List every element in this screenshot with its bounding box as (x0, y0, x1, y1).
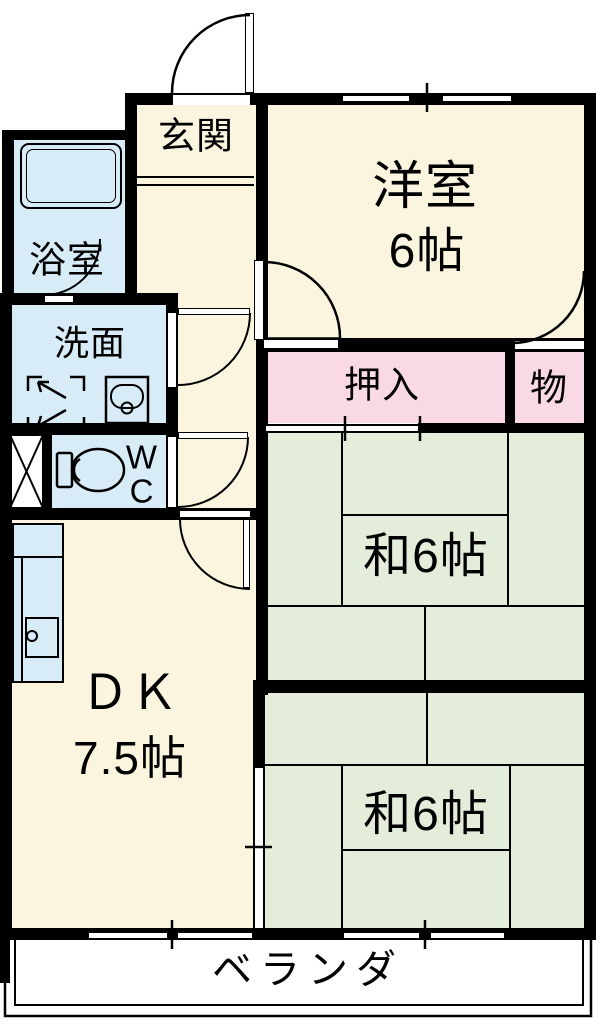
entry-sill-line (173, 93, 250, 95)
tatami-line (509, 765, 511, 928)
room-oshiire (268, 352, 505, 423)
wall-wc-ps-divider (43, 435, 52, 508)
wc-door-opening (166, 437, 178, 507)
kitchen-sink-icon (25, 617, 59, 658)
label-washitsu-lower: 和6帖 (363, 788, 489, 841)
label-washitsu-upper: 和6帖 (363, 530, 489, 583)
label-dk-size: 7.5帖 (73, 732, 187, 784)
wc-door-leaf (178, 432, 248, 439)
tatami-line (341, 849, 511, 851)
senmen-door-leaf (178, 308, 250, 315)
tatami-line (341, 765, 343, 928)
dk-door-opening (180, 509, 250, 519)
wall-right (584, 93, 596, 940)
window-opening (343, 932, 420, 939)
yoshitsu-door-opening (264, 338, 338, 348)
wall-oshiire-bottom-right (418, 423, 596, 433)
bathtub-icon (20, 143, 122, 209)
wall-dk-washitsu-upper (253, 693, 265, 770)
wall-bath-top (2, 130, 133, 140)
wall-veranda-stub (0, 940, 10, 983)
room-senmen (12, 305, 166, 423)
tatami-line (507, 433, 509, 606)
wall-senmen-bottom (0, 423, 178, 435)
wall-left-lower (0, 293, 12, 940)
label-yoshitsu: 洋室 (371, 158, 479, 216)
entry-door-arc (170, 13, 251, 94)
label-veranda: ベランダ (212, 948, 404, 992)
label-yoshitsu-size: 6帖 (388, 225, 466, 278)
wall-yoshitsu-bottom (256, 338, 596, 352)
room-hallway (178, 303, 256, 510)
wall-genkan-left (125, 93, 137, 305)
pipe-space (10, 435, 43, 508)
tatami-line (426, 693, 428, 765)
window-opening (88, 932, 168, 939)
bathtub-inner (26, 149, 116, 203)
room-genkan (137, 105, 256, 303)
kitchen-counter-line (21, 558, 23, 681)
room-washitsu-lower (263, 693, 584, 928)
tatami-line (341, 514, 509, 516)
room-mono (515, 352, 584, 423)
tatami-line (263, 764, 584, 766)
yoshitsu-door-leaf (254, 260, 264, 340)
window-opening (177, 932, 253, 939)
tatami-line (268, 605, 584, 607)
label-wc-c: C (129, 472, 155, 510)
window-opening (342, 95, 410, 102)
dk-washitsu-fusuma (253, 768, 265, 928)
tatami-line (341, 433, 343, 606)
mono-door-opening (515, 339, 584, 351)
kitchen-counter-icon (12, 523, 64, 683)
senmen-door-opening (166, 313, 178, 387)
kitchen-counter-line (14, 556, 62, 558)
wall-bath-left (2, 130, 14, 305)
label-mono: 物 (530, 367, 568, 409)
entry-door-leaf (245, 13, 254, 93)
label-oshiire: 押入 (344, 364, 420, 406)
wall-washitsu-divider (253, 680, 596, 693)
label-wc-w: W (125, 438, 159, 476)
label-senmen: 洗面 (53, 324, 127, 364)
wall-oshiire-mono (505, 352, 515, 423)
label-genkan: 玄関 (158, 115, 234, 157)
entry-opening (173, 95, 250, 105)
oshiire-fusuma-opening (266, 424, 418, 433)
room-washitsu-upper (268, 433, 584, 680)
window-opening (430, 932, 505, 939)
dk-door-leaf (243, 519, 250, 588)
window-opening (442, 95, 512, 102)
tatami-line (424, 606, 426, 680)
wall-center-vertical (256, 105, 268, 695)
wall-senmen-top (0, 293, 178, 305)
label-yokushitsu: 浴室 (29, 239, 105, 281)
label-dk: ＤＫ (80, 667, 180, 720)
bath-door-opening (45, 294, 73, 304)
room-yoshitsu (268, 105, 584, 338)
